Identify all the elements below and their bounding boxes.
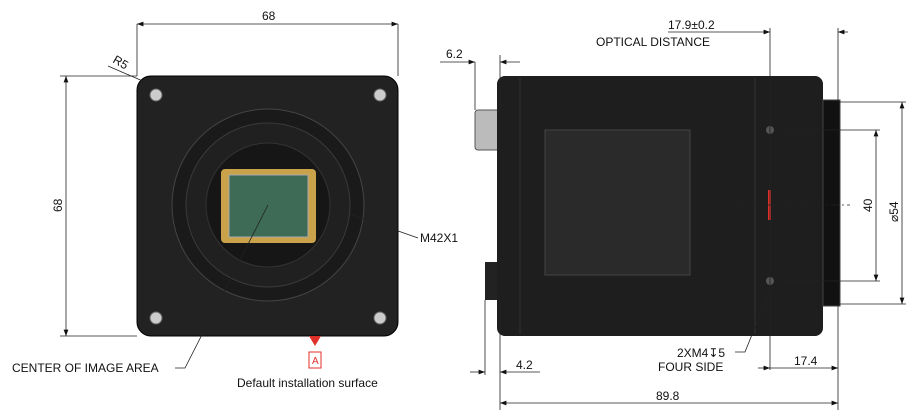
radius-label: R5 bbox=[111, 52, 132, 72]
datum-label: Default installation surface bbox=[237, 376, 378, 390]
io-connector bbox=[485, 262, 500, 300]
hole-offset-dim: 17.4 bbox=[794, 354, 818, 368]
hole-spacing-dim: 40 bbox=[861, 198, 875, 212]
front-height-dim: 68 bbox=[51, 198, 65, 212]
lens-mount-ring-side bbox=[822, 99, 841, 307]
usb-connector bbox=[474, 109, 501, 151]
front-view: 68 68 R5 M42X1 CENTER OF IMAGE AREA A De… bbox=[12, 9, 458, 390]
optical-dim: 17.9±0.2 bbox=[668, 18, 715, 32]
image-sensor bbox=[228, 174, 309, 238]
center-label: CENTER OF IMAGE AREA bbox=[12, 361, 159, 375]
datum-letter: A bbox=[312, 356, 319, 367]
connector-dim: 6.2 bbox=[446, 47, 463, 61]
diameter-dim: ⌀54 bbox=[887, 201, 901, 222]
side-view: 6.2 17.9±0.2 OPTICAL DISTANCE 40 ⌀54 4.2… bbox=[440, 18, 906, 410]
datum-arrow-icon bbox=[309, 336, 321, 346]
front-width-dim: 68 bbox=[262, 9, 276, 23]
fan-vent-grille bbox=[544, 129, 691, 276]
length-dim: 89.8 bbox=[656, 389, 680, 403]
screw-icons bbox=[149, 88, 387, 325]
bottom-offset-dim: 4.2 bbox=[516, 358, 533, 372]
thread-label: M42X1 bbox=[420, 231, 458, 245]
datum-box bbox=[308, 351, 322, 369]
optical-label: OPTICAL DISTANCE bbox=[596, 35, 710, 49]
screw-label: 2XM4↧5 bbox=[677, 346, 725, 360]
screw-note: FOUR SIDE bbox=[658, 360, 723, 374]
